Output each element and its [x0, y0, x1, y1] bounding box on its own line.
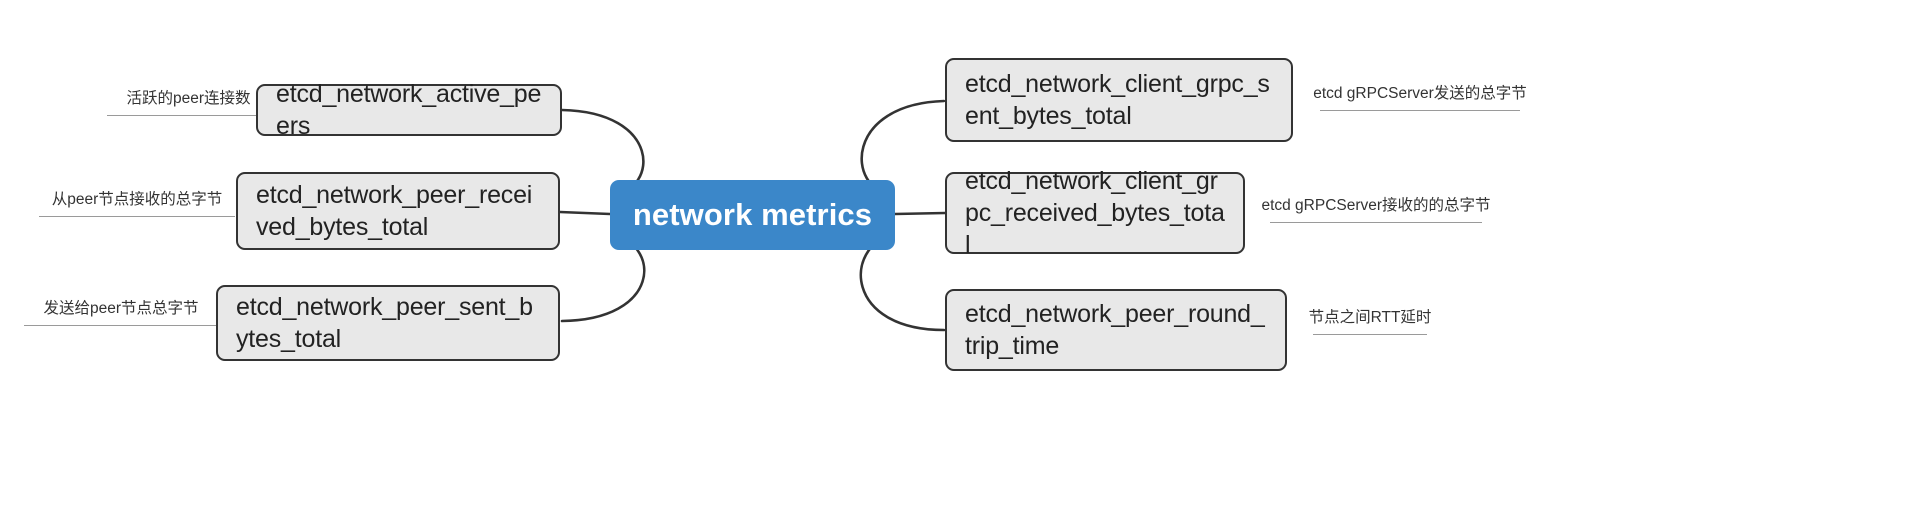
node-etcd-network-client-grpc-sent-bytes-total[interactable]: etcd_network_client_grpc_sent_bytes_tota…	[945, 58, 1293, 142]
node-label: etcd_network_client_grpc_received_bytes_…	[965, 167, 1225, 259]
central-node-label: network metrics	[632, 197, 873, 232]
node-label: etcd_network_client_grpc_sent_bytes_tota…	[965, 70, 1270, 130]
node-label: etcd_network_active_peers	[276, 80, 542, 140]
annotation-label: etcd gRPCServer接收的的总字节	[1261, 197, 1491, 214]
central-node-network-metrics[interactable]: network metrics	[610, 180, 895, 250]
annotation-label: etcd gRPCServer发送的总字节	[1313, 85, 1527, 102]
edge-central-to-grpc-received	[893, 211, 947, 216]
node-etcd-network-active-peers[interactable]: etcd_network_active_peers	[256, 80, 562, 140]
annotation-active-peers: 活跃的peer连接数	[107, 82, 270, 116]
annotation-peer-received: 从peer节点接收的总字节	[39, 183, 235, 217]
annotation-label: 从peer节点接收的总字节	[51, 191, 223, 208]
annotation-label: 发送给peer节点总字节	[43, 300, 199, 317]
node-etcd-network-peer-sent-bytes-total[interactable]: etcd_network_peer_sent_bytes_total	[216, 285, 560, 361]
node-label: etcd_network_peer_sent_bytes_total	[236, 293, 533, 353]
edge-central-to-peer-received	[558, 210, 612, 216]
node-etcd-network-peer-round-trip-time[interactable]: etcd_network_peer_round_trip_time	[945, 289, 1287, 371]
annotation-label: 节点之间RTT延时	[1308, 309, 1432, 326]
node-label: etcd_network_peer_round_trip_time	[965, 300, 1265, 360]
annotation-peer-sent: 发送给peer节点总字节	[24, 292, 218, 326]
node-etcd-network-peer-received-bytes-total[interactable]: etcd_network_peer_received_bytes_total	[236, 172, 560, 250]
annotation-grpc-sent: etcd gRPCServer发送的总字节	[1313, 77, 1527, 111]
node-label: etcd_network_peer_received_bytes_total	[256, 181, 533, 241]
annotation-label: 活跃的peer连接数	[126, 90, 251, 107]
annotation-round-trip: 节点之间RTT延时	[1309, 301, 1431, 335]
node-etcd-network-client-grpc-received-bytes-total[interactable]: etcd_network_client_grpc_received_bytes_…	[945, 167, 1245, 259]
annotation-grpc-received: etcd gRPCServer接收的的总字节	[1261, 189, 1491, 223]
